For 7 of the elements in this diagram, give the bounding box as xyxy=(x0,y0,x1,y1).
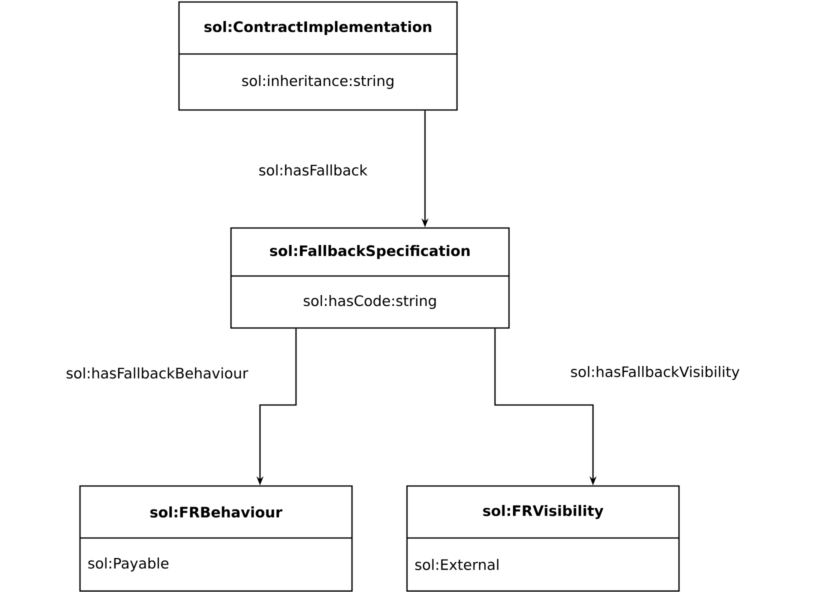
class-box: sol:ContractImplementation sol:inheritance:string xyxy=(178,1,458,111)
class-box: sol:FRVisibility sol:External xyxy=(406,485,680,592)
class-box: sol:FallbackSpecification sol:hasCode:string xyxy=(230,227,510,329)
edge-label: sol:hasFallbackBehaviour xyxy=(64,366,250,380)
edge-label: sol:hasFallbackVisibility xyxy=(569,365,741,381)
class-box: sol:FRBehaviour sol:Payable xyxy=(79,485,353,592)
edge-label: sol:hasFallback xyxy=(258,163,368,177)
